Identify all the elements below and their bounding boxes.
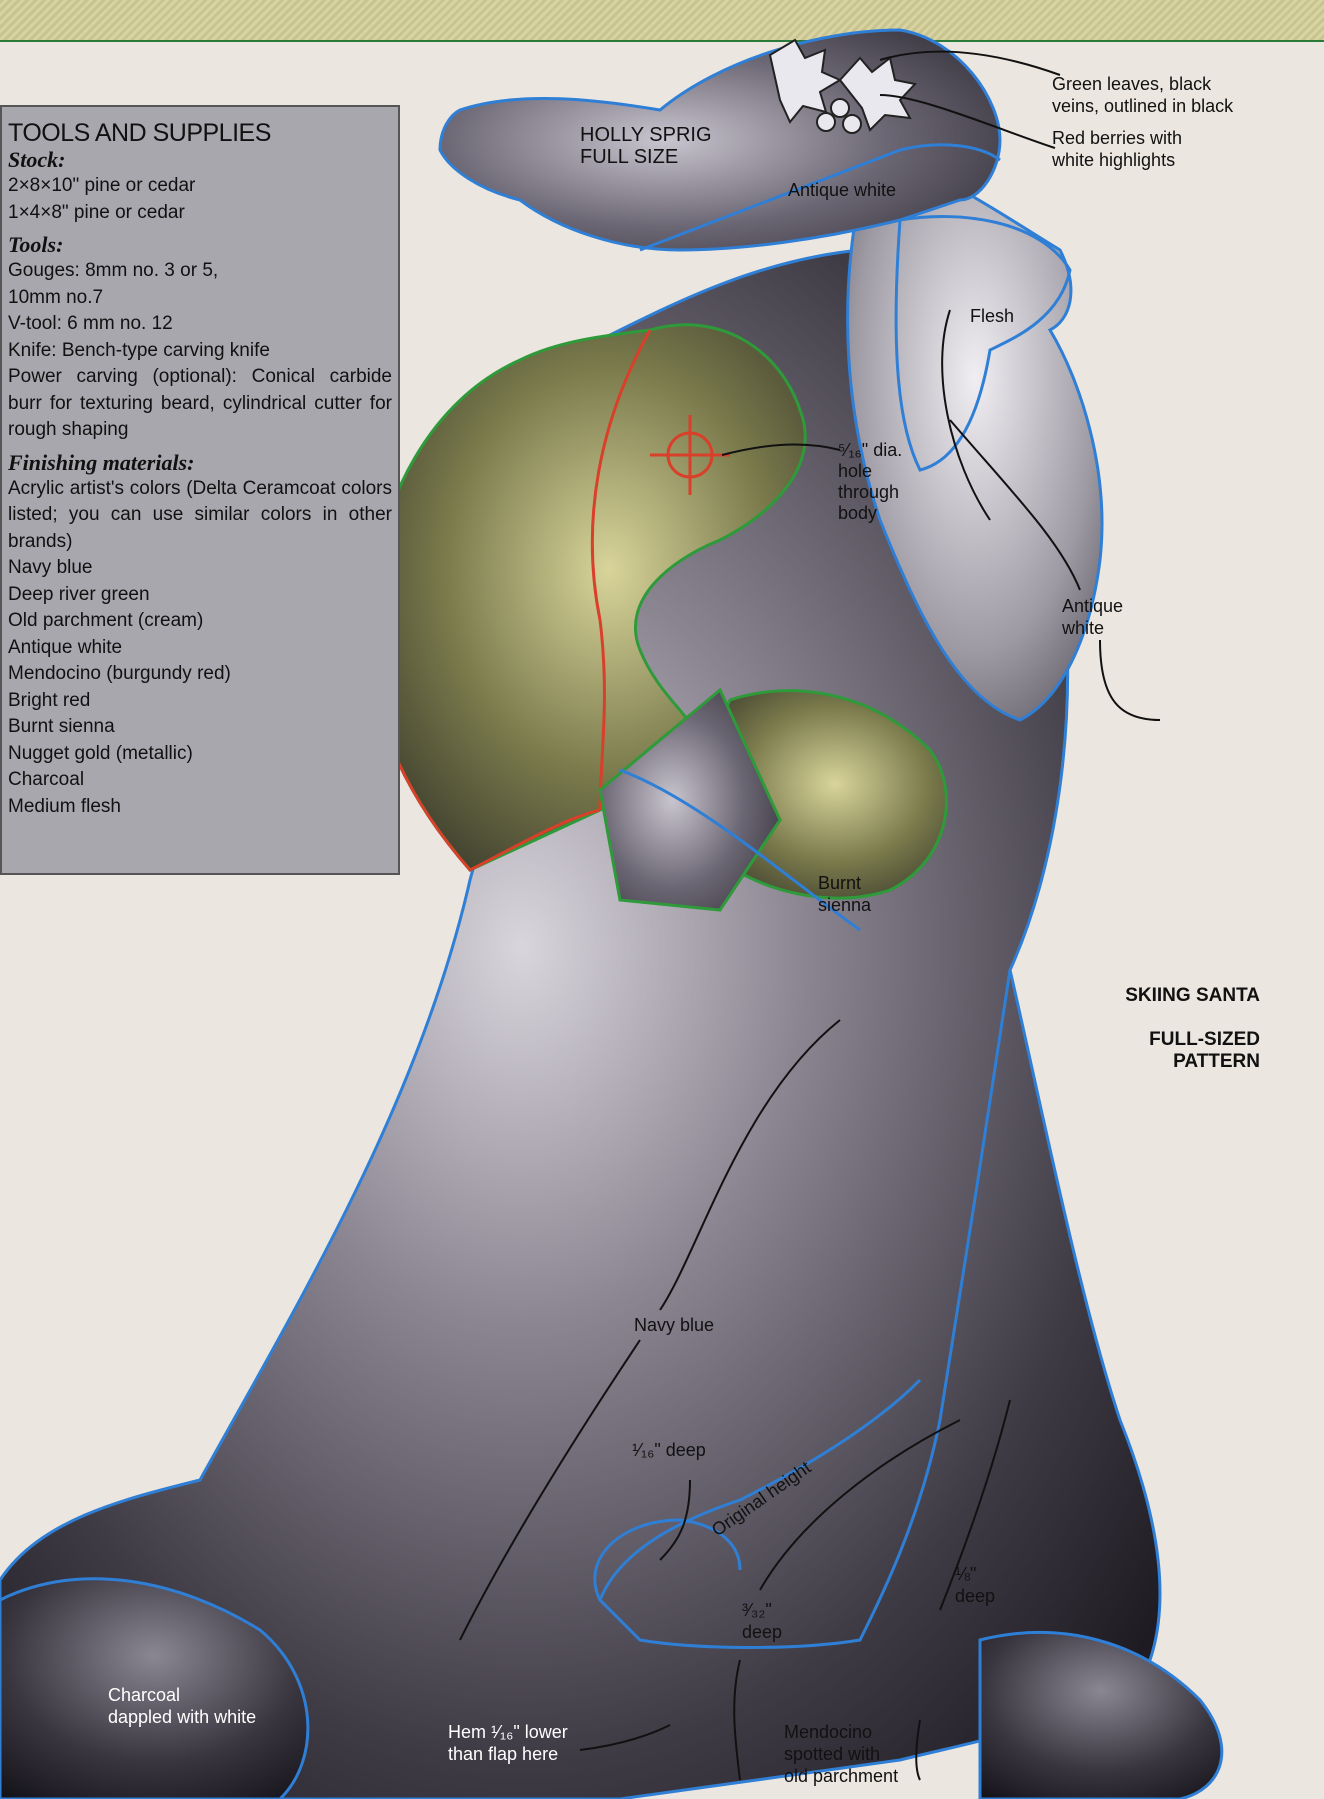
tool-item: Gouges: 8mm no. 3 or 5, (8, 258, 392, 285)
depth-1-8-label-a: ⅛" (955, 1564, 976, 1585)
depth-1-16-label: ¹⁄₁₆" deep (632, 1440, 706, 1461)
stock-item: 1×4×8" pine or cedar (8, 200, 392, 227)
stock-item: 2×8×10" pine or cedar (8, 173, 392, 200)
hem-label-line1: Hem ¹⁄₁₆" lower (448, 1722, 568, 1743)
mitten-label-line2: sienna (818, 895, 871, 916)
flesh-label: Flesh (970, 306, 1014, 327)
mitten-label-line1: Burnt (818, 873, 861, 894)
hole-label-line1: ⁵⁄₁₆" dia. (838, 440, 902, 461)
stock-heading: Stock: (8, 147, 392, 173)
color-item: Nugget gold (metallic) (8, 741, 392, 768)
mendocino-label-line3: old parchment (784, 1766, 898, 1787)
color-item: Medium flesh (8, 794, 392, 821)
mendocino-label-line2: spotted with (784, 1744, 880, 1765)
color-item: Antique white (8, 635, 392, 662)
beard-label-line1: Antique (1062, 596, 1123, 617)
finishing-heading: Finishing materials: (8, 450, 392, 476)
hole-label-line3: through (838, 482, 899, 503)
tool-item: Power carving (optional): Conical carbid… (8, 364, 392, 444)
beard-label-line2: white (1062, 618, 1104, 639)
tools-heading: TOOLS AND SUPPLIES (8, 119, 392, 147)
holly-label-line1: HOLLY SPRIG (580, 124, 712, 146)
boots-label-line2: dappled with white (108, 1707, 256, 1728)
depth-3-32-label-b: deep (742, 1622, 782, 1643)
color-item: Mendocino (burgundy red) (8, 661, 392, 688)
leaves-label-line1: Green leaves, black (1052, 74, 1211, 95)
color-item: Old parchment (cream) (8, 608, 392, 635)
coat-label: Navy blue (634, 1315, 714, 1336)
tool-item: Knife: Bench-type carving knife (8, 338, 392, 365)
hole-label-line4: body (838, 503, 877, 524)
tools-subheading: Tools: (8, 232, 392, 258)
finishing-intro: Acrylic artist's colors (Delta Ceramcoat… (8, 476, 392, 556)
color-item: Navy blue (8, 555, 392, 582)
pattern-title-line2: FULL-SIZED (1080, 1029, 1260, 1051)
color-item: Charcoal (8, 767, 392, 794)
tools-and-supplies-box: TOOLS AND SUPPLIES Stock: 2×8×10" pine o… (0, 105, 400, 875)
berries-label-line2: white highlights (1052, 150, 1175, 171)
boots-label-line1: Charcoal (108, 1685, 180, 1706)
depth-3-32-label-a: ³⁄₃₂" (742, 1600, 772, 1621)
holly-label-line2: FULL SIZE (580, 146, 678, 168)
hat-band-label: Antique white (788, 180, 896, 201)
mendocino-label-line1: Mendocino (784, 1722, 872, 1743)
hole-label-line2: hole (838, 461, 872, 482)
hem-label-line2: than flap here (448, 1744, 558, 1765)
pattern-title-line1: SKIING SANTA (1080, 985, 1260, 1007)
right-boot (980, 1633, 1222, 1799)
tool-item: V-tool: 6 mm no. 12 (8, 311, 392, 338)
depth-1-8-label-b: deep (955, 1586, 995, 1607)
color-item: Bright red (8, 688, 392, 715)
pattern-title-line3: PATTERN (1080, 1051, 1260, 1073)
color-item: Deep river green (8, 582, 392, 609)
color-item: Burnt sienna (8, 714, 392, 741)
leaves-label-line2: veins, outlined in black (1052, 96, 1233, 117)
berries-label-line1: Red berries with (1052, 128, 1182, 149)
tool-item: 10mm no.7 (8, 285, 392, 312)
